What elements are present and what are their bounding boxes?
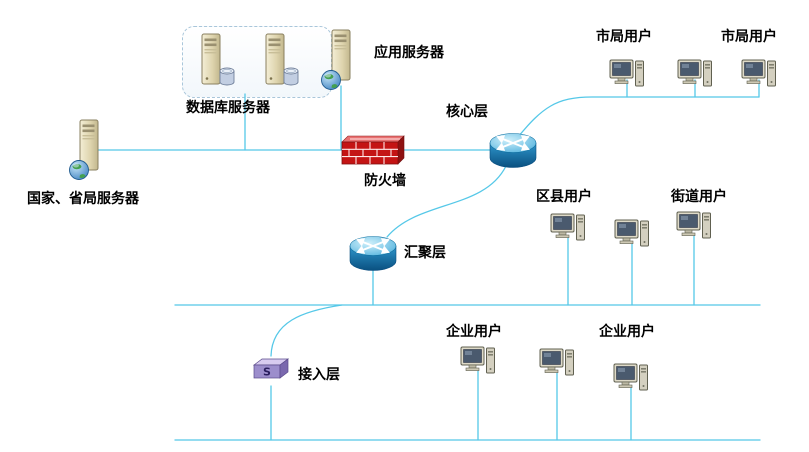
label-app-server: 应用服务器	[374, 45, 444, 61]
label-city-users-right: 市局用户	[721, 29, 777, 45]
label-database-servers: 数据库服务器	[186, 100, 270, 116]
city-user-pc-icon	[677, 58, 713, 96]
city-user-pc-icon	[609, 58, 645, 96]
label-enterprise-users-right: 企业用户	[599, 324, 655, 340]
label-core-layer: 核心层	[446, 104, 488, 120]
street-user-pc-icon	[676, 210, 712, 248]
label-access-layer: 接入层	[298, 367, 340, 383]
database-server-icon	[260, 32, 300, 96]
link-core-to-aggregation	[386, 165, 507, 238]
national-server-icon	[68, 118, 112, 186]
city-user-pc-icon	[741, 58, 777, 96]
label-national-server: 国家、省局服务器	[27, 191, 139, 207]
label-enterprise-users-left: 企业用户	[446, 324, 502, 340]
database-server-icon	[196, 32, 236, 96]
enterprise-user-pc-icon	[539, 347, 575, 385]
access-switch-icon	[250, 356, 292, 392]
label-district-users: 区县用户	[536, 189, 592, 205]
label-firewall: 防火墙	[364, 173, 406, 189]
label-city-users-left: 市局用户	[596, 29, 652, 45]
link-core-to-city-bus	[517, 96, 760, 138]
firewall-icon	[340, 132, 406, 170]
aggregation-router-icon	[348, 233, 398, 277]
enterprise-user-pc-icon	[460, 345, 496, 383]
link-bus-to-access-switch	[270, 304, 343, 357]
label-street-users: 街道用户	[671, 189, 727, 205]
label-aggregation-layer: 汇聚层	[404, 245, 446, 261]
enterprise-user-pc-icon	[613, 362, 649, 400]
core-router-icon	[488, 130, 538, 174]
app-server-icon	[320, 28, 364, 96]
district-user-pc-icon	[550, 212, 586, 250]
district-user-pc-icon	[614, 218, 650, 256]
